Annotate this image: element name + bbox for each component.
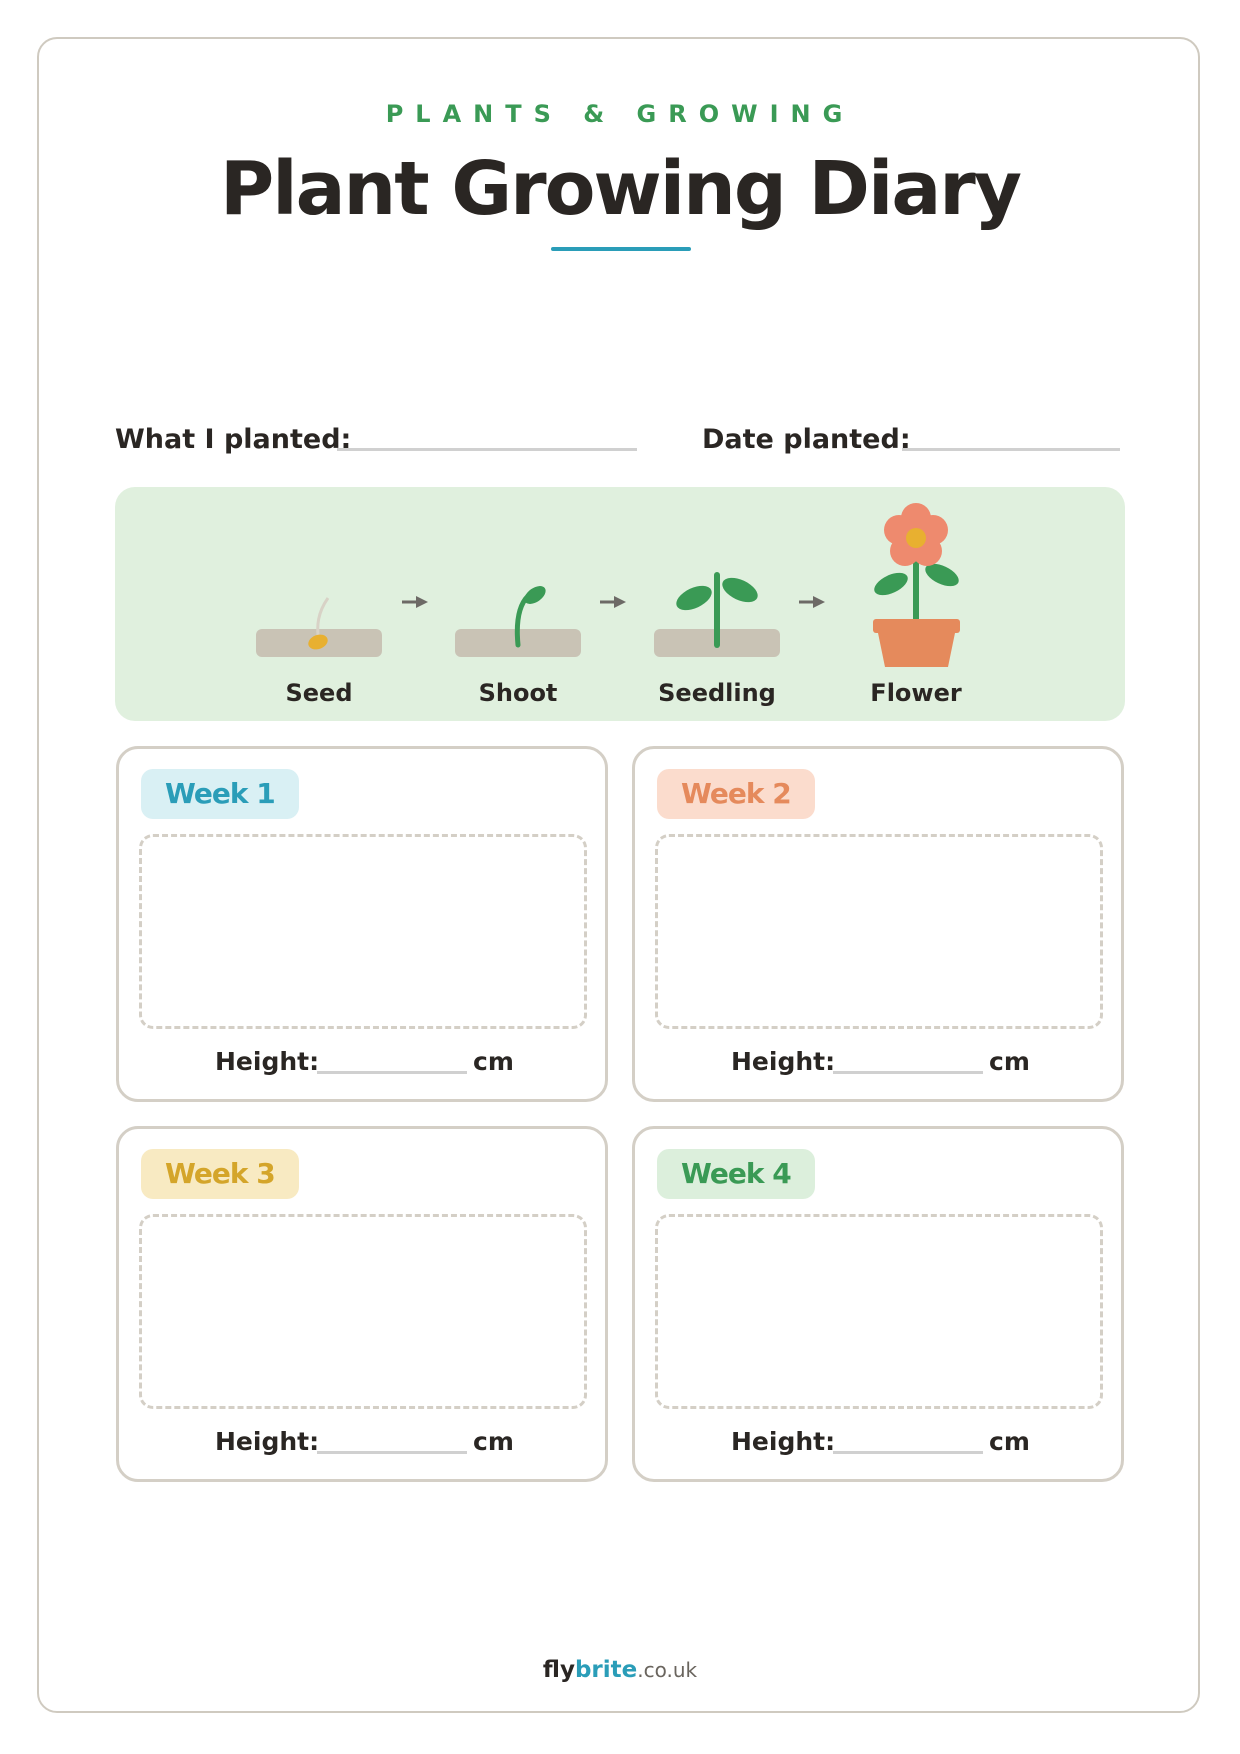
- brand-part-domain: .co.uk: [637, 1658, 698, 1682]
- week-card: Week 3 Height: cm: [116, 1126, 608, 1482]
- drawing-area[interactable]: [139, 1214, 587, 1409]
- week-card: Week 2 Height: cm: [632, 746, 1124, 1102]
- drawing-area[interactable]: [139, 834, 587, 1029]
- height-input-line[interactable]: [317, 1451, 467, 1454]
- stage-label-seed: Seed: [285, 679, 353, 707]
- date-planted-label: Date planted:: [702, 424, 911, 455]
- stage-label-flower: Flower: [870, 679, 962, 707]
- height-input-line[interactable]: [833, 1451, 983, 1454]
- brand-part-fly: fly: [542, 1657, 575, 1683]
- height-input-line[interactable]: [317, 1071, 467, 1074]
- height-unit: cm: [989, 1047, 1030, 1076]
- date-planted-line[interactable]: [902, 448, 1120, 451]
- brand-part-brite: brite: [574, 1657, 638, 1683]
- week-badge: Week 4: [657, 1149, 815, 1199]
- height-label: Height:: [215, 1427, 320, 1456]
- what-planted-label: What I planted:: [115, 424, 352, 455]
- week-card: Week 1 Height: cm: [116, 746, 608, 1102]
- page-title: Plant Growing Diary: [219, 146, 1022, 232]
- height-label: Height:: [731, 1427, 836, 1456]
- footer-brand[interactable]: flybrite.co.uk: [0, 1657, 1240, 1683]
- what-planted-line[interactable]: [337, 448, 637, 451]
- week-card: Week 4 Height: cm: [632, 1126, 1124, 1482]
- stage-label-shoot: Shoot: [478, 679, 558, 707]
- height-unit: cm: [989, 1427, 1030, 1456]
- worksheet-page: [37, 37, 1200, 1713]
- height-unit: cm: [473, 1427, 514, 1456]
- week-badge: Week 3: [141, 1149, 299, 1199]
- week-badge: Week 1: [141, 769, 299, 819]
- height-label: Height:: [215, 1047, 320, 1076]
- height-label: Height:: [731, 1047, 836, 1076]
- title-underline: [551, 247, 691, 251]
- drawing-area[interactable]: [655, 834, 1103, 1029]
- height-input-line[interactable]: [833, 1071, 983, 1074]
- drawing-area[interactable]: [655, 1214, 1103, 1409]
- height-unit: cm: [473, 1047, 514, 1076]
- week-badge: Week 2: [657, 769, 815, 819]
- stage-label-seedling: Seedling: [658, 679, 776, 707]
- section-eyebrow: PLANTS & GROWING: [385, 100, 855, 128]
